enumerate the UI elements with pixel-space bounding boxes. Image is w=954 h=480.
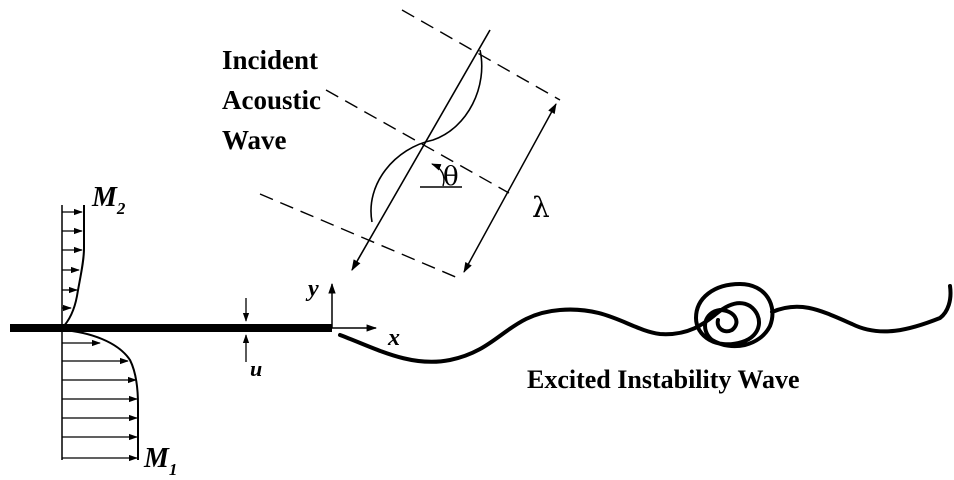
- lambda-label: λ: [532, 191, 550, 224]
- m1-label: M1: [143, 443, 177, 479]
- theta-angle: [420, 163, 462, 188]
- acoustic-sine-wave: [370, 49, 483, 223]
- splitter-plate: [10, 324, 332, 332]
- incident-label-line1: Incident: [222, 45, 318, 75]
- thickness-label: u: [250, 356, 262, 381]
- theta-label: θ: [443, 162, 459, 192]
- propagation-direction-arrow: [351, 29, 491, 271]
- instability-wave-label: Excited Instability Wave: [527, 365, 800, 394]
- y-axis-label: y: [305, 276, 319, 302]
- wavelength-dimension: [463, 103, 557, 273]
- incident-label-line2: Acoustic: [222, 85, 321, 115]
- coordinate-axes: [328, 282, 378, 332]
- incident-label-line3: Wave: [222, 125, 287, 155]
- m2-label: M2: [91, 182, 126, 218]
- lower-velocity-profile: [61, 329, 139, 462]
- instability-wave: [338, 281, 953, 364]
- x-axis-label: x: [387, 325, 400, 351]
